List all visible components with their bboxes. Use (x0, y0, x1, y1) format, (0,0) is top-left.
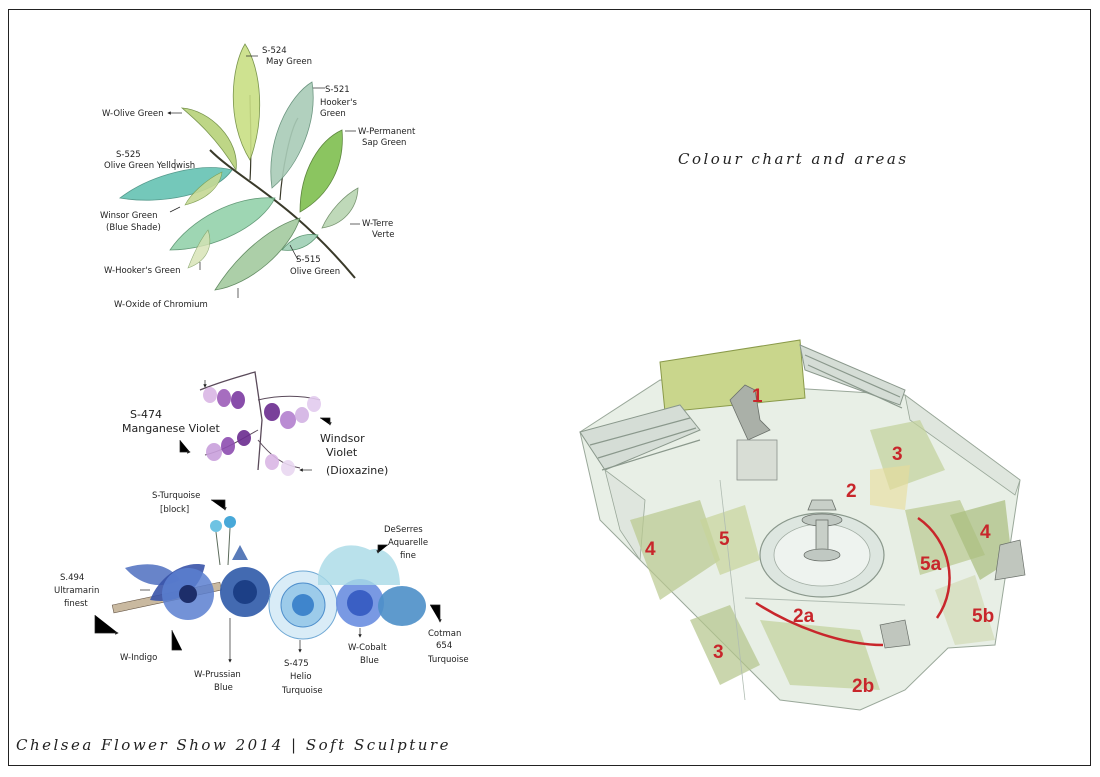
label-dioxazine: (Dioxazine) (326, 464, 388, 477)
label-prussian-blue: Blue (214, 683, 233, 693)
blue-flowers-illustration (94, 499, 442, 663)
label-olive-green-yellowish: Olive Green Yellowish (104, 161, 195, 171)
area-label-2: 2 (846, 481, 857, 502)
bed-area-2a (760, 620, 880, 690)
stag-statue (729, 384, 771, 441)
mound-deserres-aquarelle (318, 545, 400, 585)
label-olive-green: Olive Green (290, 267, 340, 277)
label-w-cobalt: W-Cobalt (348, 643, 387, 653)
area-label-5: 5 (719, 529, 730, 550)
area-5a-boundary (917, 516, 951, 619)
footer-caption: Chelsea Flower Show 2014 | Soft Sculptur… (16, 736, 451, 754)
label-winsor-green: Winsor Green (100, 211, 158, 221)
label-finest: finest (64, 599, 88, 609)
label-cobalt-blue: Blue (360, 656, 379, 666)
label-s475: S-475 (284, 659, 309, 669)
page-frame (8, 9, 1091, 766)
label-cotman: Cotman (428, 629, 461, 639)
violet-flowers-illustration (179, 371, 332, 476)
label-w-olive-green: W-Olive Green (102, 109, 163, 119)
label-helio-turquoise: Turquoise (281, 686, 323, 696)
label-hookers-green: Green (320, 109, 346, 119)
area-label-2a: 2a (793, 606, 815, 627)
area-label-2b: 2b (852, 676, 874, 697)
label-s521: S-521 (325, 85, 350, 95)
leaf-terre-verte (321, 187, 359, 229)
area-label-3-top: 3 (892, 444, 903, 465)
label-block: [block] (160, 505, 189, 515)
area-label-5b: 5b (972, 606, 994, 627)
label-w-terre: W-Terre (362, 219, 393, 229)
label-sap-green: Sap Green (362, 138, 406, 148)
label-w-hookers-green: W-Hooker's Green (104, 266, 180, 276)
area-labels: 1 2 3 4 5 4 5a 2a 5b 3 2b (645, 386, 994, 697)
area-2a-boundary (755, 601, 884, 647)
leaf-olive-green (180, 107, 237, 172)
label-w-oxide-chromium: W-Oxide of Chromium (114, 300, 208, 310)
label-aquarelle: Aquarelle (388, 538, 428, 548)
back-hedge (659, 339, 806, 413)
leaf-winsor-green (169, 197, 276, 251)
area-label-4-left: 4 (645, 539, 656, 560)
bed-area-5 (700, 505, 760, 575)
bed-area-4-right (950, 500, 1012, 580)
label-windsor: Windsor (320, 432, 365, 445)
flower-cotman-turquoise (378, 586, 426, 626)
label-654: 654 (436, 641, 452, 651)
label-s515: S-515 (296, 255, 321, 265)
bed-area-5b (935, 575, 995, 645)
label-fine: fine (400, 551, 416, 561)
leaf-may-green (232, 43, 261, 161)
label-blue-shade: (Blue Shade) (106, 223, 161, 233)
area-label-3-bottom: 3 (713, 642, 724, 663)
leaf-labels: S-524 May Green W-Olive Green S-521 Hook… (100, 46, 416, 310)
area-label-1: 1 (752, 386, 763, 407)
page-title: Colour chart and areas (678, 150, 909, 168)
area-label-5a: 5a (920, 554, 942, 575)
label-s474: S-474 (130, 408, 162, 421)
label-manganese-violet: Manganese Violet (122, 422, 221, 435)
label-ultramarin: Ultramarin (54, 586, 99, 596)
label-verte: Verte (372, 230, 394, 240)
leaf-sap-green (299, 129, 343, 213)
label-w-permanent: W-Permanent (358, 127, 416, 137)
label-cotman-turquoise: Turquoise (427, 655, 469, 665)
label-helio: Helio (290, 672, 312, 682)
label-hookers: Hooker's (320, 98, 357, 108)
leaf-hookers-green (270, 81, 314, 189)
bed-area-3-bottom (690, 605, 760, 685)
leaf-oxide-chromium (214, 217, 301, 291)
label-may-green: May Green (266, 57, 312, 67)
label-s524: S-524 (262, 46, 287, 56)
label-s494: S.494 (60, 573, 84, 583)
leaf-branch-illustration (119, 43, 360, 298)
bed-area-2 (870, 465, 910, 510)
label-s-turquoise: S-Turquoise (152, 491, 200, 501)
area-label-4-right: 4 (980, 522, 991, 543)
bed-area-4-left (630, 500, 720, 600)
label-w-prussian: W-Prussian (194, 670, 241, 680)
label-s525: S-525 (116, 150, 141, 160)
flower-labels: S-474 Manganese Violet Windsor Violet (D… (54, 408, 469, 696)
label-deserres: DeSerres (384, 525, 423, 535)
label-violet: Violet (326, 446, 358, 459)
garden-plan-illustration (579, 339, 1026, 711)
label-w-indigo: W-Indigo (120, 653, 157, 663)
